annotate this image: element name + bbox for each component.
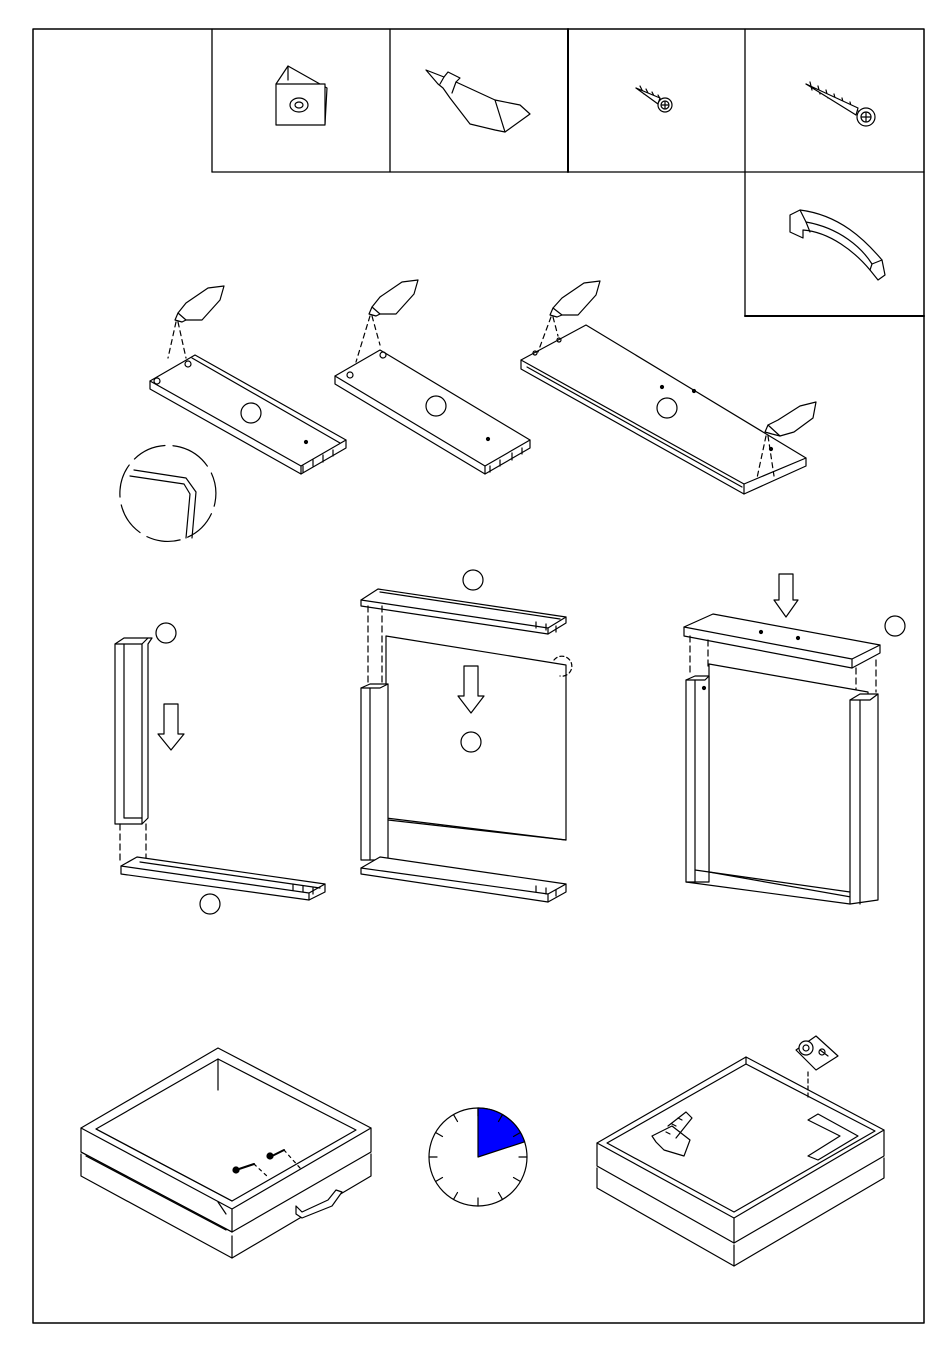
frame-with-top-panel <box>684 574 905 904</box>
drawer-handle-icon <box>296 1190 342 1218</box>
drawer-top-view <box>597 1057 884 1266</box>
panel-1 <box>150 355 346 474</box>
panel-2 <box>335 350 530 474</box>
frame-assembly-step <box>115 570 905 914</box>
part-marker-6 <box>463 570 483 590</box>
drawer-handle-icon <box>790 210 885 280</box>
glue-tube-icon <box>168 286 224 358</box>
edge-detail-callout <box>120 445 216 541</box>
part-marker-8 <box>885 616 905 636</box>
cam-lock-fitting-icon <box>796 1036 838 1070</box>
short-screw-icon <box>636 86 672 112</box>
part-marker-4 <box>156 623 176 643</box>
part-marker-5 <box>200 894 220 914</box>
panel-3 <box>521 325 806 494</box>
drawer-front-view <box>81 1048 371 1258</box>
clock-timer-icon <box>429 1108 527 1206</box>
down-arrow-icon <box>774 574 798 617</box>
glue-panels-step <box>120 280 816 541</box>
long-screw-icon <box>806 82 875 126</box>
frame-with-back-panel <box>361 570 572 902</box>
finish-drawer-step <box>81 1036 884 1266</box>
hardware-table <box>212 29 924 316</box>
down-arrow-icon <box>158 704 184 750</box>
glue-tube-icon <box>426 70 530 132</box>
bottom-rail <box>121 857 325 914</box>
cam-lock-fitting-icon <box>276 66 327 125</box>
glue-tube-icon <box>356 280 418 362</box>
